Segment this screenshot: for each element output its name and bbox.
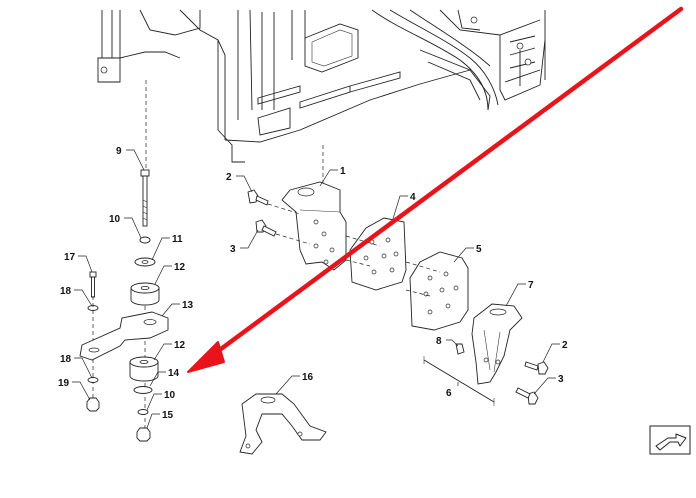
part-15-nut bbox=[136, 427, 151, 442]
callout-10-upper: 10 bbox=[109, 214, 121, 225]
part-17-bolt bbox=[89, 271, 97, 298]
callout-18-lower: 18 bbox=[60, 354, 72, 365]
callout-15: 15 bbox=[162, 410, 174, 421]
callout-9: 9 bbox=[116, 146, 122, 157]
part-1-mount-bracket bbox=[281, 181, 347, 271]
callout-6: 6 bbox=[446, 388, 452, 399]
callout-13: 13 bbox=[182, 300, 194, 311]
part-10-washer-lower bbox=[137, 409, 149, 415]
part-14-flat-washer bbox=[133, 386, 153, 394]
part-19-nut bbox=[86, 397, 100, 412]
callout-4: 4 bbox=[410, 192, 416, 203]
callout-8: 8 bbox=[436, 336, 442, 347]
callout-11: 11 bbox=[172, 234, 183, 245]
part-6-dimension-line bbox=[423, 359, 495, 403]
callout-10-lower: 10 bbox=[164, 390, 176, 401]
part-8-pin bbox=[455, 343, 465, 355]
callout-3-left: 3 bbox=[230, 244, 236, 255]
part-7-bracket bbox=[471, 303, 523, 385]
callout-5: 5 bbox=[476, 244, 482, 255]
bolt-axis-lower bbox=[275, 233, 431, 297]
callout-2-left: 2 bbox=[226, 172, 232, 183]
callout-12-lower: 12 bbox=[174, 340, 186, 351]
cab-frame bbox=[97, 9, 546, 163]
red-pointer-arrow bbox=[187, 6, 684, 373]
callout-16: 16 bbox=[302, 372, 314, 383]
part-4-spacer-plate bbox=[349, 217, 407, 291]
callout-19: 19 bbox=[58, 378, 70, 389]
part-3-bolt-left bbox=[255, 219, 277, 237]
part-12-rubber-mount-upper bbox=[130, 282, 160, 306]
part-9-bolt bbox=[140, 169, 150, 227]
callout-2-right: 2 bbox=[562, 340, 568, 351]
bolt-axis-upper bbox=[267, 203, 441, 273]
part-10-washer bbox=[139, 236, 151, 244]
part-3-bolt-right bbox=[515, 387, 539, 405]
leader-lines bbox=[72, 149, 560, 429]
callout-labels: 9 10 11 12 13 12 14 10 15 17 18 18 19 1 … bbox=[58, 146, 568, 421]
part-11-flat-washer bbox=[134, 257, 156, 267]
callout-18-upper: 18 bbox=[60, 286, 72, 297]
part-18-washer-lower bbox=[87, 377, 99, 383]
part-16-bracket bbox=[239, 393, 327, 455]
part-2-bolt-right bbox=[524, 361, 549, 375]
callout-17: 17 bbox=[64, 252, 76, 263]
callout-7: 7 bbox=[528, 280, 534, 291]
part-5-mount-plate bbox=[409, 251, 469, 331]
callout-1: 1 bbox=[340, 166, 346, 177]
part-13-bracket bbox=[79, 311, 169, 361]
callout-14: 14 bbox=[168, 368, 180, 379]
callout-12-upper: 12 bbox=[174, 262, 186, 273]
next-page-arrow-icon[interactable] bbox=[649, 425, 691, 455]
part-2-bolt-upper-left bbox=[247, 189, 269, 206]
callout-3-right: 3 bbox=[558, 374, 564, 385]
part-12-rubber-mount-lower bbox=[129, 356, 159, 382]
